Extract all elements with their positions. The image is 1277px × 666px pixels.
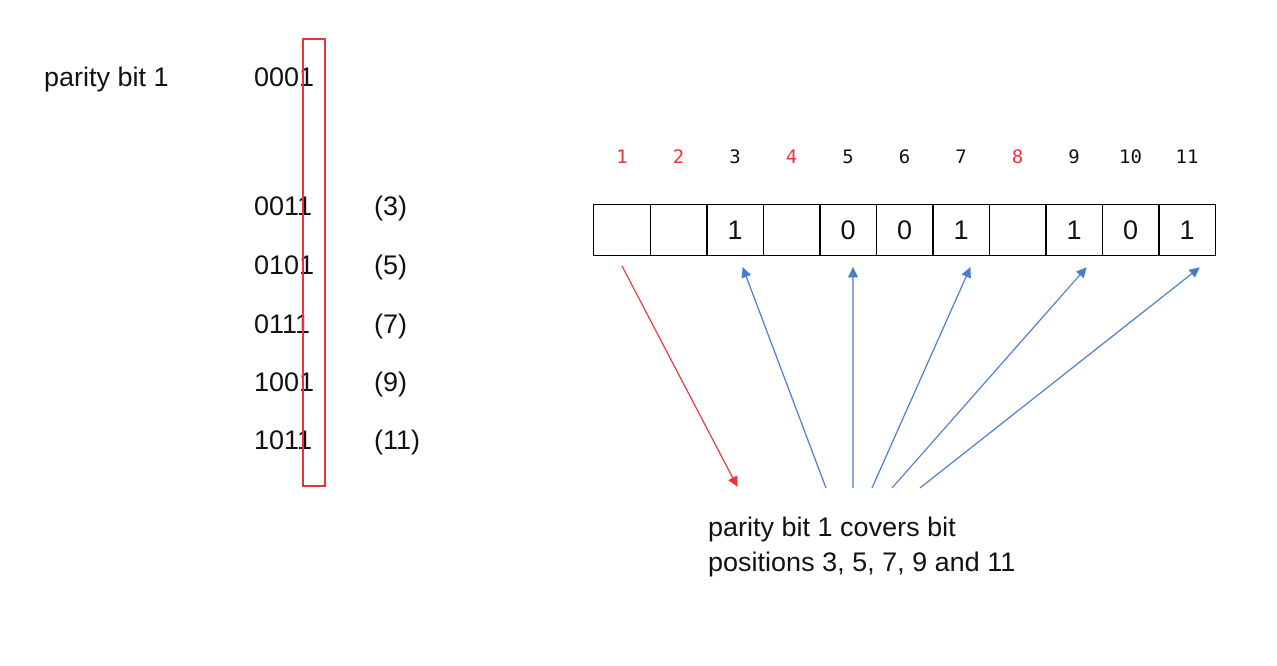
position-label-11: 11 (1175, 146, 1199, 168)
bit-cell-6: 0 (875, 204, 934, 256)
blue-arrow-11 (919, 267, 1200, 489)
position-label-2: 2 (672, 146, 685, 168)
bit-cell-3: 1 (706, 204, 764, 256)
code-pos-9: (9) (374, 367, 407, 397)
lsb-highlight-box (302, 38, 326, 487)
blue-arrow-9 (891, 267, 1087, 489)
bit-cell-8 (988, 204, 1047, 256)
position-label-1: 1 (616, 146, 628, 168)
code-0111: 0111 (254, 309, 311, 339)
blue-arrow-7 (871, 267, 971, 489)
bit-cell-10: 0 (1101, 204, 1160, 256)
bit-cell-11: 1 (1158, 204, 1216, 256)
bit-cell-5: 0 (819, 204, 877, 256)
parity-bit-label: parity bit 1 (44, 62, 169, 92)
bit-cell-2 (649, 204, 708, 256)
position-label-9: 9 (1068, 146, 1080, 168)
code-0101: 0101 (254, 250, 315, 280)
position-label-7: 7 (955, 146, 967, 168)
bit-cell-4 (762, 204, 821, 256)
first-code: 0001 (254, 62, 315, 92)
code-pos-7: (7) (374, 309, 407, 339)
red-arrow (621, 265, 738, 487)
position-label-3: 3 (729, 146, 741, 168)
code-1001: 1001 (254, 367, 315, 397)
caption: parity bit 1 covers bit positions 3, 5, … (708, 512, 1016, 577)
position-label-10: 10 (1119, 146, 1142, 168)
bit-cell-9: 1 (1045, 204, 1103, 256)
code-pos-5: (5) (374, 250, 407, 280)
position-label-8: 8 (1011, 146, 1024, 168)
position-label-6: 6 (898, 146, 911, 168)
position-label-4: 4 (785, 146, 798, 168)
code-pos-11: (11) (374, 425, 421, 455)
blue-arrow-3 (741, 267, 827, 489)
bit-cell-7: 1 (932, 204, 990, 256)
bit-cell-1 (593, 204, 651, 256)
position-label-5: 5 (842, 146, 854, 168)
code-pos-3: (3) (374, 191, 407, 221)
